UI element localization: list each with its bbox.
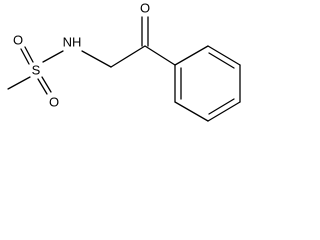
ring-bond-5 (174, 101, 209, 122)
ring-bond-1 (174, 45, 209, 66)
bond-sulfur-oxygen-bottom-a (37, 78, 48, 95)
ring-inner-bond-a (208, 52, 235, 69)
bond-sulfur-nitrogen (42, 50, 64, 63)
ring-bond-4 (207, 101, 241, 122)
atom-oxygen-sulfonyl-left: O (13, 33, 23, 48)
chemical-structure-diagram: S NH O O O (7, 1, 241, 122)
bond-sulfur-oxygen-left-b (24, 46, 34, 63)
atom-sulfur: S (32, 63, 41, 78)
atom-oxygen-sulfonyl-bottom: O (49, 95, 59, 110)
bond-sulfur-oxygen-left-a (20, 48, 30, 65)
atom-nitrogen: NH (63, 35, 82, 50)
bond-nitrogen-methylene (81, 50, 112, 68)
ring-bond-2 (207, 45, 241, 66)
ring-inner-bond-b (208, 98, 235, 115)
bond-carbonyl-phenyl (144, 45, 176, 66)
bond-methylene-carbonyl-carbon (110, 45, 146, 68)
bond-sulfur-oxygen-bottom-b (41, 76, 52, 93)
atom-oxygen-carbonyl: O (140, 1, 150, 16)
bond-methyl-sulfur (7, 76, 31, 90)
